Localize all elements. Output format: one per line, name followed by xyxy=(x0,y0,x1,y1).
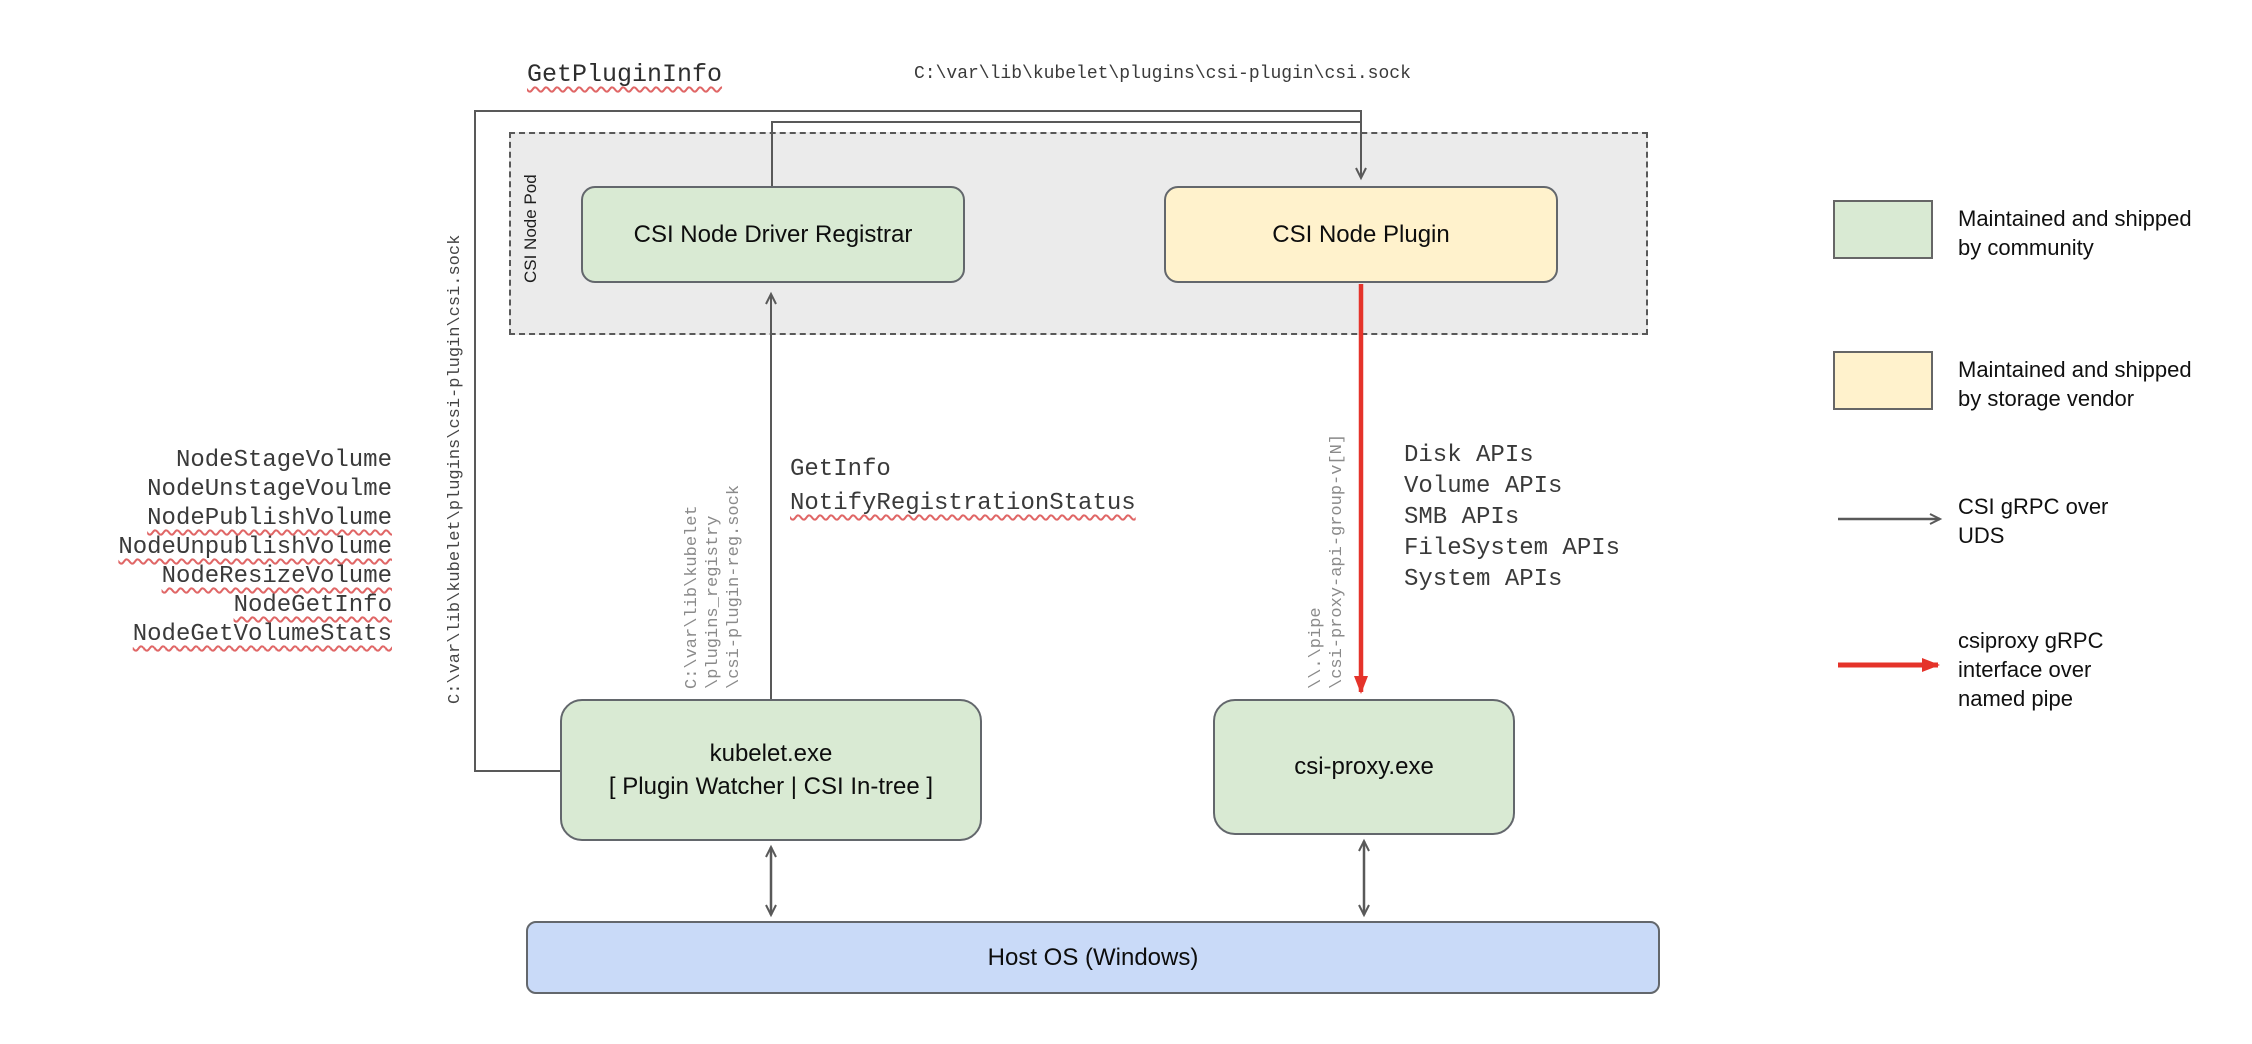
kubelet-subtitle: [ Plugin Watcher | CSI In-tree ] xyxy=(608,773,934,800)
label-getinfo: GetInfo xyxy=(790,456,891,483)
api-smb: SMB APIs xyxy=(1404,504,1520,531)
csi-node-pod-label: CSI Node Pod xyxy=(521,174,540,283)
method-noderesizevolume: NodeResizeVolume xyxy=(161,563,392,590)
legend-pipe-text: csiproxy gRPC interface over named pipe xyxy=(1958,626,2103,713)
csi-node-plugin-box: CSI Node Plugin xyxy=(1164,186,1558,283)
host-os-box: Host OS (Windows) xyxy=(526,921,1660,994)
csi-proxy-api-list: Disk APIs Volume APIs SMB APIs FileSyste… xyxy=(1404,440,1620,595)
pipe-path-line2: \csi-proxy-api-group-v[N] xyxy=(1328,433,1347,689)
legend-community-text: Maintained and shipped by community xyxy=(1958,204,2192,262)
legend-vendor-text: Maintained and shipped by storage vendor xyxy=(1958,355,2192,413)
legend-pipe-line2: interface over xyxy=(1958,657,2092,682)
registry-path-line3: \csi-plugin-reg.sock xyxy=(725,484,744,689)
csi-proxy-label: csi-proxy.exe xyxy=(1294,753,1434,780)
registry-path-line2: \plugins_registry xyxy=(704,515,723,689)
api-system: System APIs xyxy=(1404,566,1563,593)
label-named-pipe-path: \\.\pipe \csi-proxy-api-group-v[N] xyxy=(1306,434,1348,689)
legend-uds-line2: UDS xyxy=(1958,523,2005,548)
legend-vendor-line1: Maintained and shipped xyxy=(1958,357,2192,382)
kubelet-title: kubelet.exe xyxy=(709,740,833,767)
method-nodegetinfo: NodeGetInfo xyxy=(233,592,392,619)
legend-uds-text: CSI gRPC over UDS xyxy=(1958,492,2108,550)
host-os-label: Host OS (Windows) xyxy=(987,943,1199,971)
method-nodepublishvolume: NodePublishVolume xyxy=(147,505,392,532)
method-nodestagevolume: NodeStageVolume xyxy=(175,447,392,474)
api-volume: Volume APIs xyxy=(1404,473,1563,500)
legend-uds-line1: CSI gRPC over xyxy=(1958,494,2109,519)
csi-proxy-box: csi-proxy.exe xyxy=(1213,699,1515,835)
registrar-label: CSI Node Driver Registrar xyxy=(633,220,913,248)
label-csi-sock-path-vertical: C:\var\lib\kubelet\plugins\csi-plugin\cs… xyxy=(446,234,465,704)
method-nodegetvolumestats: NodeGetVolumeStats xyxy=(132,621,392,648)
node-rpc-method-list: NodeStageVolume NodeUnstageVoulme NodePu… xyxy=(88,446,392,649)
api-disk: Disk APIs xyxy=(1404,442,1534,469)
method-nodeunstagevoulme: NodeUnstageVoulme xyxy=(147,476,392,503)
plugin-label: CSI Node Plugin xyxy=(1272,220,1450,248)
kubelet-box: kubelet.exe [ Plugin Watcher | CSI In-tr… xyxy=(560,699,982,841)
legend-vendor-line2: by storage vendor xyxy=(1958,386,2135,411)
legend-pipe-line1: csiproxy gRPC xyxy=(1958,628,2104,653)
method-nodeunpublishvolume: NodeUnpublishVolume xyxy=(118,534,392,561)
legend-community-swatch xyxy=(1833,200,1933,259)
csi-node-driver-registrar-box: CSI Node Driver Registrar xyxy=(581,186,965,283)
api-filesystem: FileSystem APIs xyxy=(1404,535,1621,562)
label-notifyregistrationstatus: NotifyRegistrationStatus xyxy=(790,490,1136,517)
pipe-path-line1: \\.\pipe xyxy=(1307,607,1326,689)
label-getplugininfo: GetPluginInfo xyxy=(527,60,723,89)
legend-community-line1: Maintained and shipped xyxy=(1958,206,2192,231)
legend-community-line2: by community xyxy=(1958,235,2094,260)
legend-vendor-swatch xyxy=(1833,351,1933,410)
label-plugin-registry-path: C:\var\lib\kubelet \plugins_registry \cs… xyxy=(682,485,745,689)
registry-path-line1: C:\var\lib\kubelet xyxy=(683,505,702,689)
label-csi-sock-path-top: C:\var\lib\kubelet\plugins\csi-plugin\cs… xyxy=(914,64,1411,84)
legend-pipe-line3: named pipe xyxy=(1958,686,2073,711)
